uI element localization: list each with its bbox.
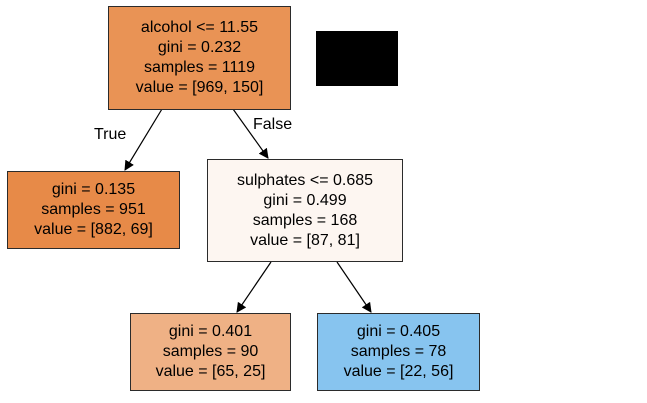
- node-right-right-gini: gini = 0.405: [356, 323, 441, 340]
- node-right-left-leaf: gini = 0.401 samples = 90 value = [65, 2…: [130, 313, 291, 391]
- node-root: alcohol <= 11.55 gini = 0.232 samples = …: [108, 6, 291, 110]
- node-right-split: sulphates <= 0.685 gini = 0.499 samples …: [207, 159, 403, 262]
- node-left-leaf: gini = 0.135 samples = 951 value = [882,…: [7, 171, 180, 249]
- edge-label-true: True: [94, 126, 127, 143]
- edge-root-to-left: [124, 108, 163, 171]
- node-left-value: value = [882, 69]: [34, 221, 153, 238]
- node-right-left-value: value = [65, 25]: [155, 363, 266, 380]
- node-root-samples: samples = 1119: [143, 59, 256, 76]
- edge-label-false: False: [253, 116, 293, 133]
- node-left-gini: gini = 0.135: [51, 181, 136, 198]
- redaction-box: [316, 31, 398, 86]
- edge-right-to-right-right: [336, 261, 372, 313]
- node-right-value: value = [87, 81]: [250, 231, 360, 249]
- edge-right-to-right-left: [236, 261, 272, 313]
- node-right-split-condition: sulphates <= 0.685: [236, 171, 374, 189]
- node-left-samples: samples = 951: [41, 201, 146, 218]
- edge-root-to-right: [232, 108, 269, 159]
- node-right-right-leaf: gini = 0.405 samples = 78 value = [22, 5…: [317, 313, 480, 391]
- node-right-gini: gini = 0.499: [263, 191, 347, 209]
- node-right-right-samples: samples = 78: [350, 343, 447, 360]
- node-root-split: alcohol <= 11.55: [140, 19, 259, 36]
- node-root-gini: gini = 0.232: [157, 39, 242, 56]
- node-right-left-gini: gini = 0.401: [168, 323, 253, 340]
- node-right-left-samples: samples = 90: [162, 343, 259, 360]
- node-right-right-value: value = [22, 56]: [343, 363, 454, 380]
- node-right-samples: samples = 168: [252, 211, 358, 229]
- node-root-value: value = [969, 150]: [135, 79, 264, 96]
